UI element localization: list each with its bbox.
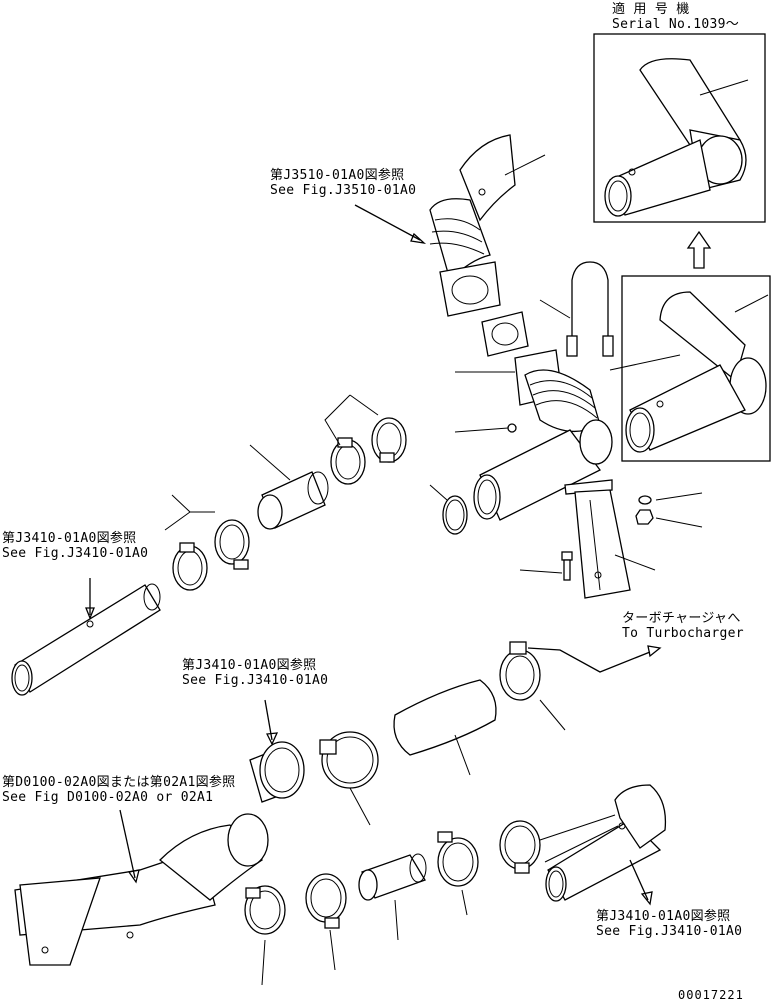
elbow-pipe-lower	[14, 809, 269, 966]
flexible-bellows	[455, 349, 601, 433]
ref-d0100-callout: 第D0100-02A0図または第02A1図参照 See Fig D0100-02…	[2, 775, 235, 805]
turbo-en: To Turbocharger	[622, 626, 744, 641]
ref-j3510-callout: 第J3510-01A0図参照 See Fig.J3510-01A0	[270, 168, 416, 198]
gasket	[481, 311, 529, 357]
hose-middle	[393, 679, 497, 776]
bellows-pipe-upper	[429, 134, 546, 317]
ref-j3410-mid-jp: 第J3410-01A0図参照	[182, 658, 317, 673]
serial-label: Serial No.1039〜	[612, 17, 740, 32]
clamp-lower-4	[499, 814, 616, 874]
clamps-upper-pair	[324, 394, 407, 485]
ref-j3410-left-en: See Fig.J3410-01A0	[2, 546, 149, 561]
ref-j3510-jp: 第J3510-01A0図参照	[270, 168, 405, 183]
turbo-leader	[527, 645, 662, 673]
intake-pipe-left	[11, 578, 161, 696]
elbow-pipe-right-lower	[544, 784, 667, 906]
ref-j3410-mid-en: See Fig.J3410-01A0	[182, 673, 329, 688]
support-bracket	[564, 479, 656, 599]
hose-lower	[358, 853, 427, 941]
turbo-jp: ターボチャージャへ	[622, 611, 741, 626]
turbocharger-callout: ターボチャージャへ To Turbocharger	[622, 611, 744, 641]
ref-j3410-left-callout: 第J3410-01A0図参照 See Fig.J3410-01A0	[2, 531, 148, 561]
clamps-middle-pair	[164, 494, 250, 591]
applicable-serial-note: 適 用 号 機 Serial No.1039〜	[612, 2, 739, 32]
ref-j3410-bottom-callout: 第J3410-01A0図参照 See Fig.J3410-01A0	[596, 909, 742, 939]
ref-d0100-jp: 第D0100-02A0図または第02A1図参照	[2, 775, 236, 790]
ref-d0100-en: See Fig D0100-02A0 or 02A1	[2, 790, 214, 805]
clamp-middle	[319, 731, 379, 826]
clamp-lower-2	[305, 873, 347, 971]
bolt	[519, 551, 573, 581]
ref-j3410-mid-callout: 第J3410-01A0図参照 See Fig.J3410-01A0	[182, 658, 328, 688]
elbow-pipe-main	[454, 419, 613, 521]
inset-lower-box	[621, 275, 771, 462]
washer-nut	[635, 492, 703, 528]
clamp-top-right	[499, 641, 566, 731]
applicable-jp-label: 適 用 号 機	[612, 2, 690, 17]
ref-j3410-left-jp: 第J3410-01A0図参照	[2, 531, 137, 546]
ref-j3510-en: See Fig.J3510-01A0	[270, 183, 417, 198]
clamp-ring-small	[429, 484, 468, 535]
ref-j3410-bottom-jp: 第J3410-01A0図参照	[596, 909, 731, 924]
rubber-hose-upper	[249, 444, 329, 530]
clamp-lower-1	[244, 885, 286, 986]
adapter-sleeve	[249, 699, 305, 803]
up-arrow	[686, 230, 712, 269]
inset-serial-box	[593, 33, 766, 223]
clamp-lower-3	[437, 831, 479, 916]
drawing-number: 00017221	[678, 988, 744, 1002]
ref-j3410-bottom-en: See Fig.J3410-01A0	[596, 924, 743, 939]
u-bolt	[539, 261, 614, 357]
